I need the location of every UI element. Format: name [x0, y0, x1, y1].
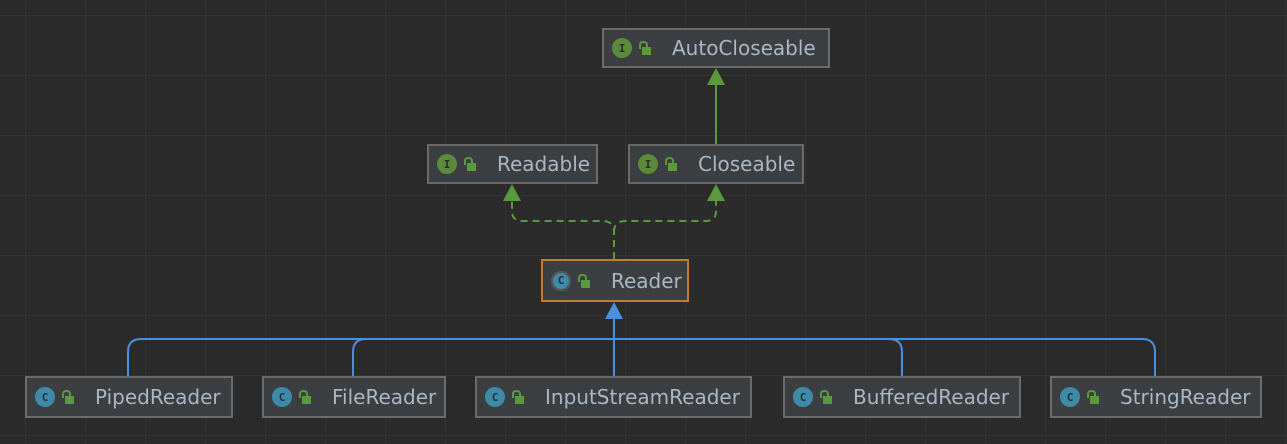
- class-icon: C: [35, 387, 55, 407]
- interface-icon: I: [612, 38, 632, 58]
- edge-reader-interfaces: [511, 200, 717, 259]
- arrowhead-readable: [503, 184, 521, 201]
- public-visibility-icon: [511, 389, 527, 405]
- node-stringreader[interactable]: C StringReader: [1050, 376, 1262, 418]
- node-label: AutoCloseable: [672, 36, 816, 60]
- node-label: Reader: [611, 268, 682, 293]
- node-reader[interactable]: C Reader: [541, 259, 689, 302]
- public-visibility-icon: [298, 389, 314, 405]
- interface-icon: I: [638, 154, 658, 174]
- node-autocloseable[interactable]: I AutoCloseable: [602, 28, 830, 68]
- class-icon: C: [272, 387, 292, 407]
- edge-subclasses-reader: [127, 318, 1156, 376]
- public-visibility-icon: [1086, 389, 1102, 405]
- node-label: BufferedReader: [853, 385, 1010, 409]
- node-label: StringReader: [1120, 385, 1251, 409]
- node-label: Closeable: [698, 152, 796, 176]
- node-readable[interactable]: I Readable: [427, 144, 598, 184]
- interface-icon: I: [437, 154, 457, 174]
- arrowhead-autocloseable: [707, 68, 725, 85]
- public-visibility-icon: [819, 389, 835, 405]
- class-icon: C: [485, 387, 505, 407]
- node-bufferedreader[interactable]: C BufferedReader: [783, 376, 1021, 418]
- node-label: Readable: [497, 152, 591, 176]
- public-visibility-icon: [664, 156, 680, 172]
- public-visibility-icon: [638, 40, 654, 56]
- node-label: FileReader: [332, 385, 437, 409]
- class-icon: C: [793, 387, 813, 407]
- class-icon: C: [1060, 387, 1080, 407]
- public-visibility-icon: [463, 156, 479, 172]
- arrowhead-reader: [605, 302, 623, 319]
- node-pipedreader[interactable]: C PipedReader: [25, 376, 233, 418]
- node-closeable[interactable]: I Closeable: [628, 144, 804, 184]
- public-visibility-icon: [577, 273, 593, 289]
- public-visibility-icon: [61, 389, 77, 405]
- arrowhead-closeable: [707, 184, 725, 201]
- abstract-class-icon: C: [551, 270, 571, 291]
- node-label: PipedReader: [95, 385, 221, 409]
- node-filereader[interactable]: C FileReader: [262, 376, 446, 418]
- node-label: InputStreamReader: [545, 385, 740, 409]
- node-inputstreamreader[interactable]: C InputStreamReader: [475, 376, 752, 418]
